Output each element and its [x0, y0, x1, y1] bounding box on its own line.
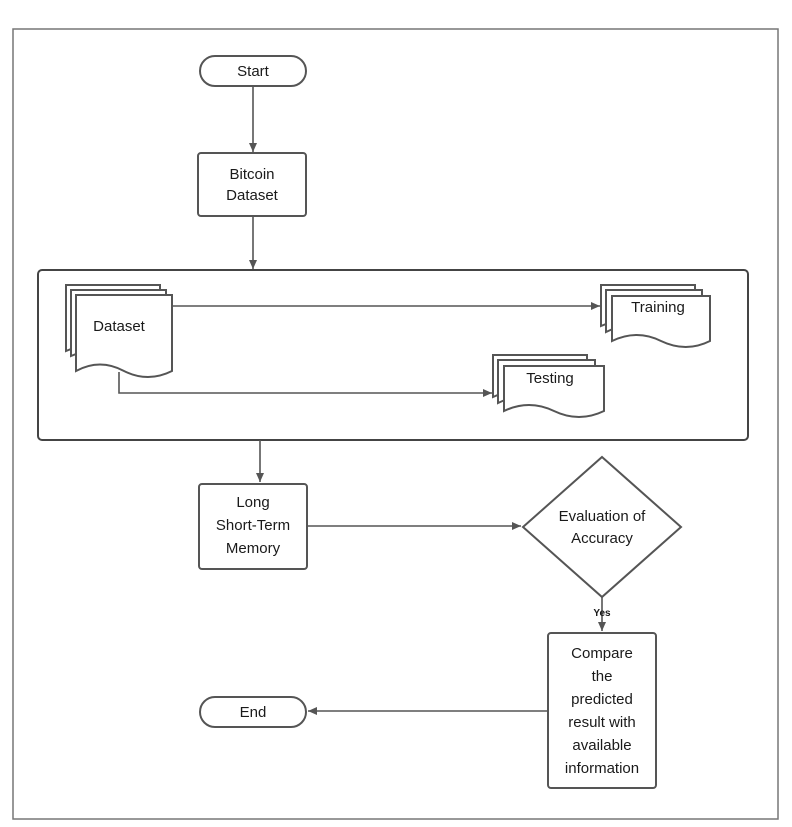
training-node: Training [600, 284, 711, 348]
testing-label: Testing [526, 370, 574, 387]
evaluation-decision-node: Evaluation of Accuracy [521, 455, 683, 599]
dataset-node: Dataset [65, 284, 173, 378]
compare-label-line3: predicted [571, 691, 633, 708]
end-node: End [199, 696, 307, 728]
testing-node: Testing [492, 354, 605, 418]
bitcoin-dataset-node: Bitcoin Dataset [197, 152, 307, 217]
dataset-label: Dataset [93, 318, 146, 335]
lstm-label-line3: Memory [226, 540, 281, 557]
lstm-node: Long Short-Term Memory [198, 483, 308, 570]
start-node: Start [199, 55, 307, 87]
end-label: End [240, 704, 267, 721]
evaluation-label-line2: Accuracy [571, 530, 633, 547]
edge-dataset-to-testing [118, 372, 492, 397]
compare-label-line4: result with [568, 714, 636, 731]
start-label: Start [237, 63, 270, 80]
bitcoin-dataset-label-line1: Bitcoin [229, 166, 274, 183]
lstm-label-line1: Long [236, 494, 269, 511]
compare-label-line2: the [592, 668, 613, 685]
compare-label-line6: information [565, 760, 639, 777]
lstm-label-line2: Short-Term [216, 517, 290, 534]
compare-label-line1: Compare [571, 645, 633, 662]
evaluation-label-line1: Evaluation of [559, 508, 647, 525]
training-label: Training [631, 299, 685, 316]
bitcoin-dataset-label-line2: Dataset [226, 187, 279, 204]
yes-label: Yes [593, 608, 611, 619]
compare-label-line5: available [572, 737, 631, 754]
outer-frame [12, 28, 779, 820]
compare-node: Compare the predicted result with availa… [547, 632, 657, 789]
